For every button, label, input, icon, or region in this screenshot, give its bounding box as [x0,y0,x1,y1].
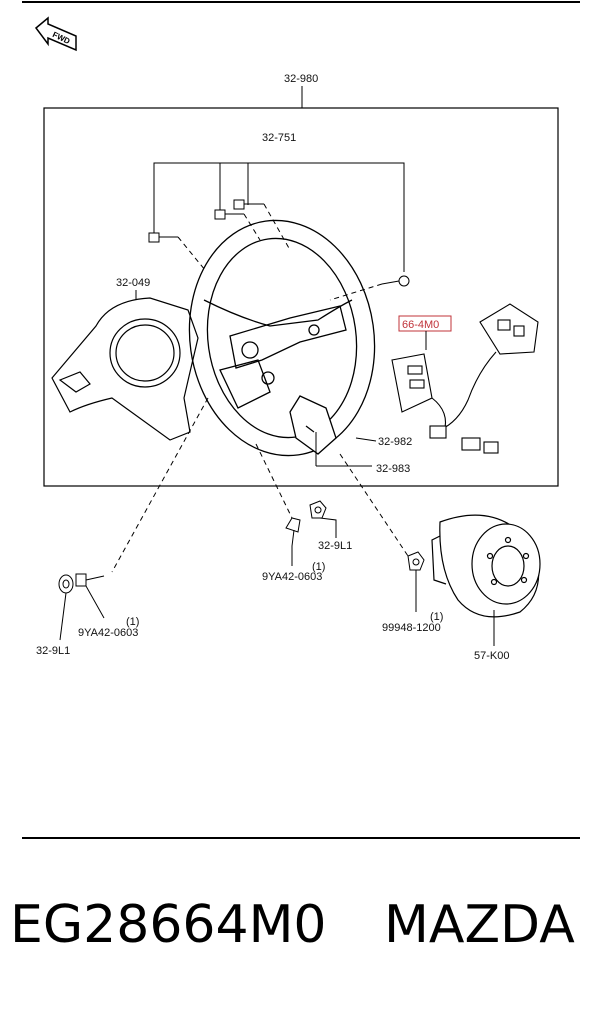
label-wheel: 32-982 [378,436,412,448]
label-screws: 32-751 [262,132,296,144]
steering-wheel [188,219,376,457]
label-bolt-left: 9YA42-0603 [78,627,138,639]
label-nut-center: 32-9L1 [318,540,352,552]
label-bolt-left-qty: (1) [126,616,139,628]
column-cover [51,297,199,441]
label-assembly: 32-980 [284,73,318,85]
label-airbag: 57-K00 [474,650,509,662]
label-cover: 32-049 [116,277,150,289]
label-switch: 66-4M0 [402,319,439,331]
assembly-frame [43,107,559,487]
part-number: EG28664M0 [10,895,327,955]
nut-icon [407,551,425,571]
nut-icon [58,574,74,594]
label-bolt-center-qty: (1) [312,561,325,573]
brand-name: MAZDA [384,895,575,955]
label-nut-left: 32-9L1 [36,645,70,657]
bolt-icon [285,517,301,547]
nut-icon [309,500,327,519]
steering-switch [391,303,539,454]
screw-icon [148,199,410,287]
label-nut-right-qty: (1) [430,611,443,623]
label-lower-cover: 32-983 [376,463,410,475]
fwd-arrow-icon: FWD [34,16,77,52]
bolt-icon [75,573,105,587]
label-nut-right: 99948-1200 [382,622,441,634]
airbag-module [431,514,541,618]
label-bolt-center: 9YA42-0603 [262,571,322,583]
label-switch-highlight [398,315,452,332]
